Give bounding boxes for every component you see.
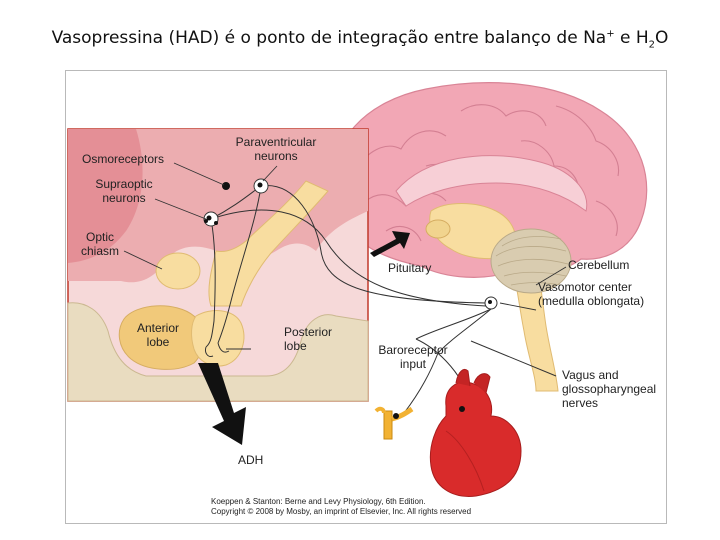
label-posterior-lobe: Posterior lobe [284,325,333,353]
label-anterior-lobe: Anterior lobe [136,321,180,349]
carotid-illustration [374,406,414,440]
label-baroreceptor-input: Baroreceptor input [378,343,448,371]
cerebellum-illustration [490,228,572,294]
slide-title: Vasopressina (HAD) é o ponto de integraç… [51,28,669,51]
heart-illustration [429,369,522,497]
label-supraoptic-neurons: Supraoptic neurons [95,177,153,205]
adh-arrow [198,363,246,445]
label-vagus-glossopharyngeal-nerves: Vagus and glossopharyngeal nerves [562,368,657,410]
label-osmoreceptors: Osmoreceptors [82,152,165,166]
physiology-diagram [67,82,648,497]
figure-panel: Paraventricular neurons Osmoreceptors Su… [65,70,667,524]
label-adh: ADH [238,453,264,467]
label-cerebellum: Cerebellum [568,258,630,272]
label-optic-chiasm: Optic chiasm [80,230,119,258]
figure-credit: Koeppen & Stanton: Berne and Levy Physio… [211,497,472,516]
label-vasomotor-center: Vasomotor center (medulla oblongata) [538,280,645,308]
pituitary-arrow [370,231,410,257]
label-pituitary: Pituitary [388,261,432,275]
hypothalamus-inset [67,128,487,402]
label-paraventricular-neurons: Paraventricular neurons [235,135,317,163]
